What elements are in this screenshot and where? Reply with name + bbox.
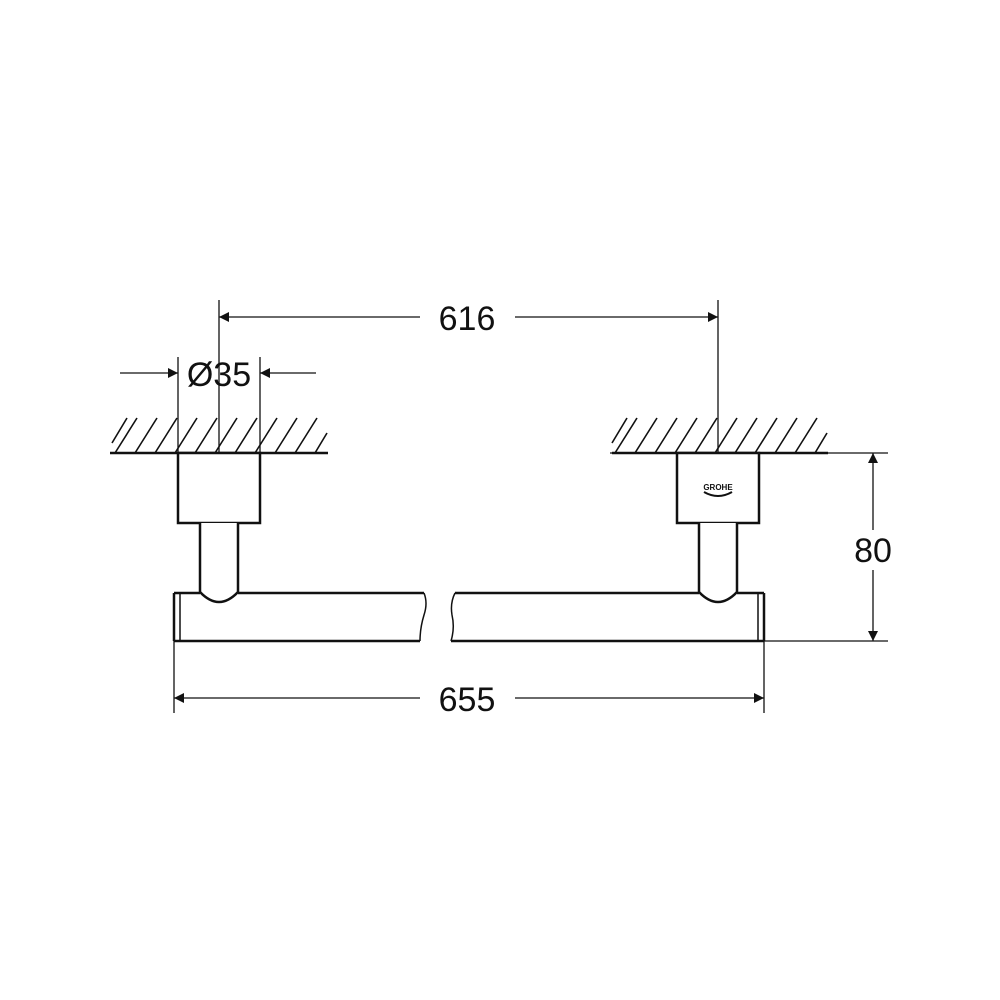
dimension-mount-spacing bbox=[218, 300, 719, 453]
dimension-label-diameter-35: Ø35 bbox=[187, 356, 251, 394]
dimension-label-655: 655 bbox=[439, 681, 496, 719]
left-wall-mount bbox=[176, 451, 262, 604]
towel-bar-left-segment bbox=[172, 591, 427, 643]
towel-bar-right-segment bbox=[450, 591, 766, 643]
dimension-label-616: 616 bbox=[439, 300, 496, 338]
svg-text:GROHE: GROHE bbox=[703, 483, 733, 492]
dimension-mount-diameter bbox=[120, 357, 316, 523]
brand-logo-icon: GROHE bbox=[703, 483, 733, 497]
dimension-projection bbox=[764, 453, 888, 642]
dimension-overall-length bbox=[173, 641, 765, 713]
dimension-label-80: 80 bbox=[854, 532, 892, 570]
right-wall-mount bbox=[675, 451, 761, 604]
right-wall-hatch bbox=[610, 417, 888, 455]
